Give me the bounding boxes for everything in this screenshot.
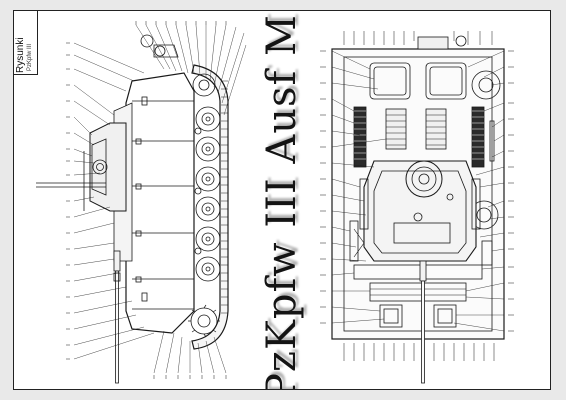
title-tag: Rysunki PzKpfw III [14, 11, 38, 75]
engine-hatch-right [425, 62, 467, 100]
turret-top [363, 160, 477, 262]
model-title: PzKpfw III Ausf M [259, 13, 305, 390]
top-view [320, 31, 514, 384]
turret-side [89, 122, 127, 212]
turret-cupola-icon [92, 159, 108, 175]
drawing-sheet: Rysunki PzKpfw III [13, 10, 551, 390]
hull-side [125, 72, 195, 334]
gun-barrel-icon [113, 250, 121, 384]
track-icon [191, 64, 229, 350]
side-view [36, 21, 247, 384]
commander-cupola [405, 160, 443, 198]
spare-track-left [353, 106, 367, 168]
gun-barrel-top [421, 280, 425, 384]
spare-track-right [471, 106, 485, 168]
technical-drawing [36, 21, 514, 384]
engine-hatch-left [369, 62, 411, 100]
road-wheel-icon [195, 106, 221, 282]
